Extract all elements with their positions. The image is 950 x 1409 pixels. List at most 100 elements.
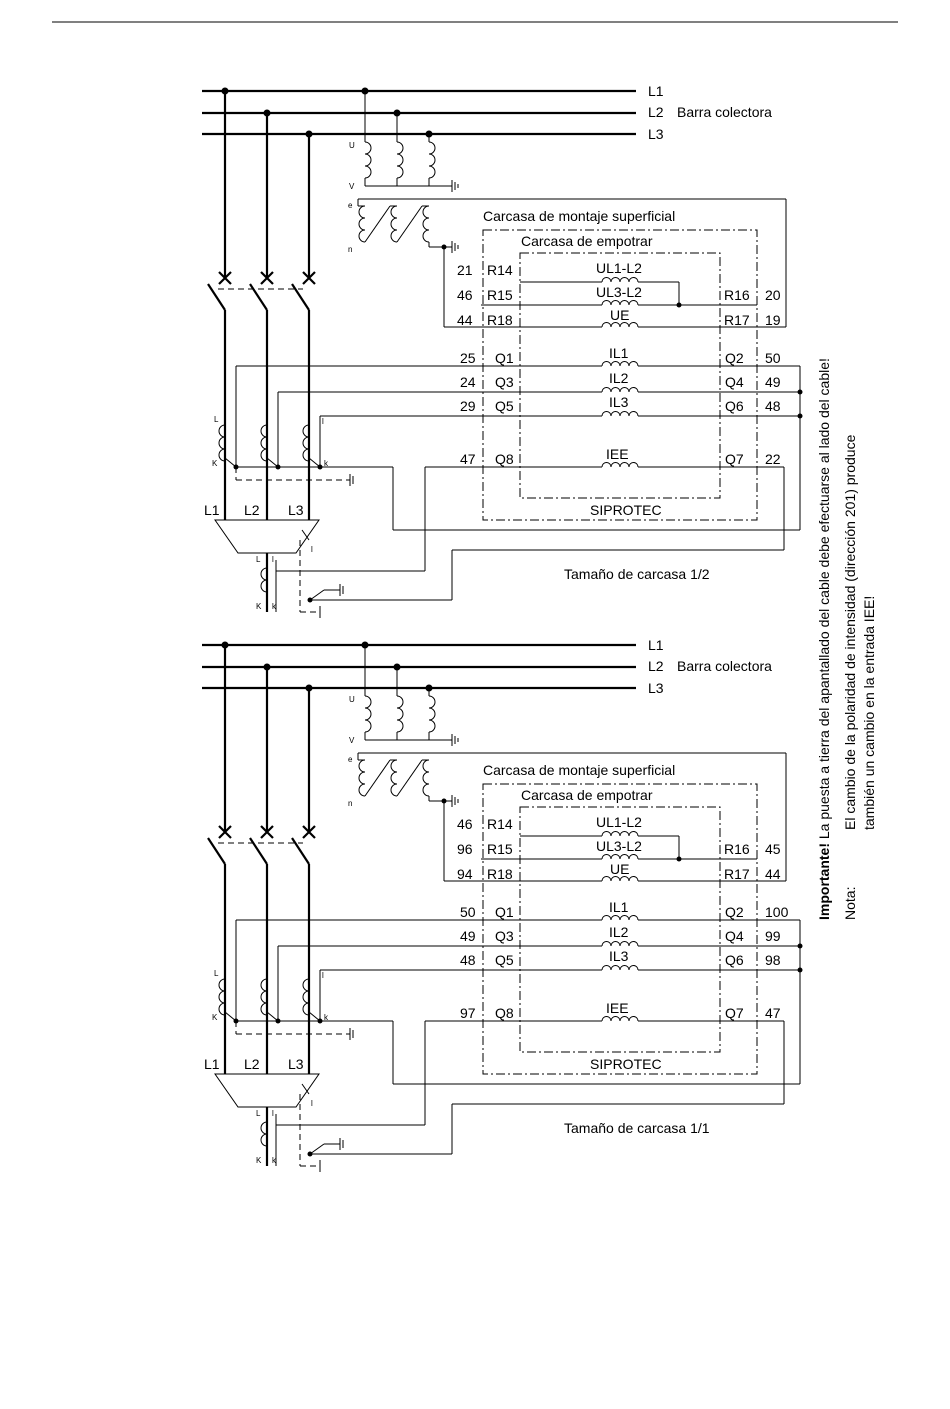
- current-inputs: [236, 915, 803, 1155]
- terminal-r16-number: 45: [765, 841, 781, 857]
- terminal-r17-number: 44: [765, 866, 781, 882]
- core-balance-ct: L K l k l: [214, 1073, 344, 1172]
- device-label: SIPROTEC: [590, 502, 662, 518]
- input-il2: IL2: [609, 370, 629, 386]
- phase-conductors: [223, 645, 311, 1166]
- surface-housing-label: Carcasa de montaje superficial: [483, 762, 675, 778]
- ct-terminal-k-secondary: k: [324, 1013, 329, 1022]
- connection-diagram-half-size: L1 L2 Barra colectora L3: [202, 83, 803, 618]
- current-transformers: L K l k L1 L2 L3: [204, 366, 354, 518]
- voltage-transformer-open-delta: e n: [348, 198, 786, 254]
- device-label: SIPROTEC: [590, 1056, 662, 1072]
- ct-terminal-l-secondary: l: [322, 417, 324, 426]
- voltage-inputs: [443, 753, 787, 882]
- vt-terminal-u: U: [349, 695, 355, 704]
- busbar-label-l3: L3: [648, 680, 664, 696]
- input-ul3-l2: UL3-L2: [596, 838, 642, 854]
- vt-terminal-e: e: [348, 201, 353, 210]
- terminal-q5: Q5: [495, 952, 514, 968]
- important-note: Importante! La puesta a tierra del apant…: [816, 358, 832, 920]
- terminal-r14: R14: [487, 816, 513, 832]
- terminal-q7: Q7: [725, 451, 744, 467]
- cable-phase-l2: L2: [244, 1056, 260, 1072]
- terminal-q8: Q8: [495, 1005, 514, 1021]
- terminal-q2: Q2: [725, 350, 744, 366]
- input-il2: IL2: [609, 924, 629, 940]
- busbar-label-l1: L1: [648, 637, 664, 653]
- voltage-transformer-star: U V: [349, 645, 459, 746]
- current-inputs: [236, 361, 803, 601]
- terminal-labels: 21 46 44 R14 R15 R18 R16 R17 20 19 UL1-L…: [457, 260, 781, 467]
- note-label: Nota:: [842, 887, 858, 920]
- terminal-q7: Q7: [725, 1005, 744, 1021]
- terminal-q3: Q3: [495, 374, 514, 390]
- terminal-q3-number: 24: [460, 374, 476, 390]
- terminal-r16-number: 20: [765, 287, 781, 303]
- core-ct-output-l: l: [311, 1099, 313, 1108]
- core-ct-terminal-k-secondary: k: [272, 1156, 277, 1165]
- busbar-title: Barra colectora: [677, 658, 772, 674]
- busbar-label-l1: L1: [648, 83, 664, 99]
- current-transformers: L K l k L1 L2 L3: [204, 920, 354, 1072]
- input-ul1-l2: UL1-L2: [596, 814, 642, 830]
- circuit-breaker: [207, 271, 316, 311]
- terminal-q6-number: 98: [765, 952, 781, 968]
- terminal-q4: Q4: [725, 928, 744, 944]
- voltage-inputs: [443, 199, 787, 328]
- terminal-r18: R18: [487, 866, 513, 882]
- terminal-r14-number: 46: [457, 816, 473, 832]
- terminal-q7-number: 22: [765, 451, 781, 467]
- vt-terminal-n: n: [348, 245, 352, 254]
- terminal-q5-number: 48: [460, 952, 476, 968]
- circuit-breaker: [207, 825, 316, 865]
- ct-terminal-l-secondary: l: [322, 971, 324, 980]
- core-ct-terminal-l: L: [256, 1109, 261, 1118]
- input-iee: IEE: [606, 1000, 629, 1016]
- surface-mount-housing: [482, 783, 758, 1075]
- cable-phase-l1: L1: [204, 502, 220, 518]
- terminal-r15-number: 96: [457, 841, 473, 857]
- terminal-q8: Q8: [495, 451, 514, 467]
- input-ul1-l2: UL1-L2: [596, 260, 642, 276]
- terminal-r17: R17: [724, 312, 750, 328]
- input-ue: UE: [610, 861, 629, 877]
- terminal-q6: Q6: [725, 398, 744, 414]
- terminal-q1: Q1: [495, 350, 514, 366]
- core-ct-terminal-k: K: [256, 1156, 262, 1165]
- terminal-q4-number: 99: [765, 928, 781, 944]
- ct-terminal-k: K: [212, 1013, 218, 1022]
- terminal-q2-number: 50: [765, 350, 781, 366]
- terminal-r18-number: 94: [457, 866, 473, 882]
- important-prefix: Importante!: [816, 843, 832, 920]
- terminal-q2-number: 100: [765, 904, 789, 920]
- ct-terminal-k: K: [212, 459, 218, 468]
- cable-phase-l3: L3: [288, 1056, 304, 1072]
- busbar-label-l3: L3: [648, 126, 664, 142]
- ct-terminal-k-secondary: k: [324, 459, 329, 468]
- core-ct-terminal-l-secondary: l: [272, 1109, 274, 1118]
- terminal-q2: Q2: [725, 904, 744, 920]
- terminal-q1-number: 50: [460, 904, 476, 920]
- input-ue: UE: [610, 307, 629, 323]
- core-ct-output-l: l: [311, 545, 313, 554]
- busbar-label-l2: L2: [648, 658, 664, 674]
- vt-terminal-n: n: [348, 799, 352, 808]
- core-balance-ct: L K l k l: [214, 519, 344, 618]
- terminal-r16: R16: [724, 841, 750, 857]
- terminal-r16: R16: [724, 287, 750, 303]
- busbar-title: Barra colectora: [677, 104, 772, 120]
- terminal-q1-number: 25: [460, 350, 476, 366]
- housing-size-label: Tamaño de carcasa 1/1: [564, 1120, 710, 1136]
- input-il1: IL1: [609, 345, 629, 361]
- terminal-q5-number: 29: [460, 398, 476, 414]
- terminal-r14: R14: [487, 262, 513, 278]
- cable-phase-l1: L1: [204, 1056, 220, 1072]
- housing-size-label: Tamaño de carcasa 1/2: [564, 566, 710, 582]
- note-line-1: El cambio de la polaridad de intensidad …: [842, 434, 858, 830]
- terminal-r18-number: 44: [457, 312, 473, 328]
- core-ct-terminal-l: L: [256, 555, 261, 564]
- terminal-q3: Q3: [495, 928, 514, 944]
- ct-terminal-l: L: [214, 969, 219, 978]
- terminal-r18: R18: [487, 312, 513, 328]
